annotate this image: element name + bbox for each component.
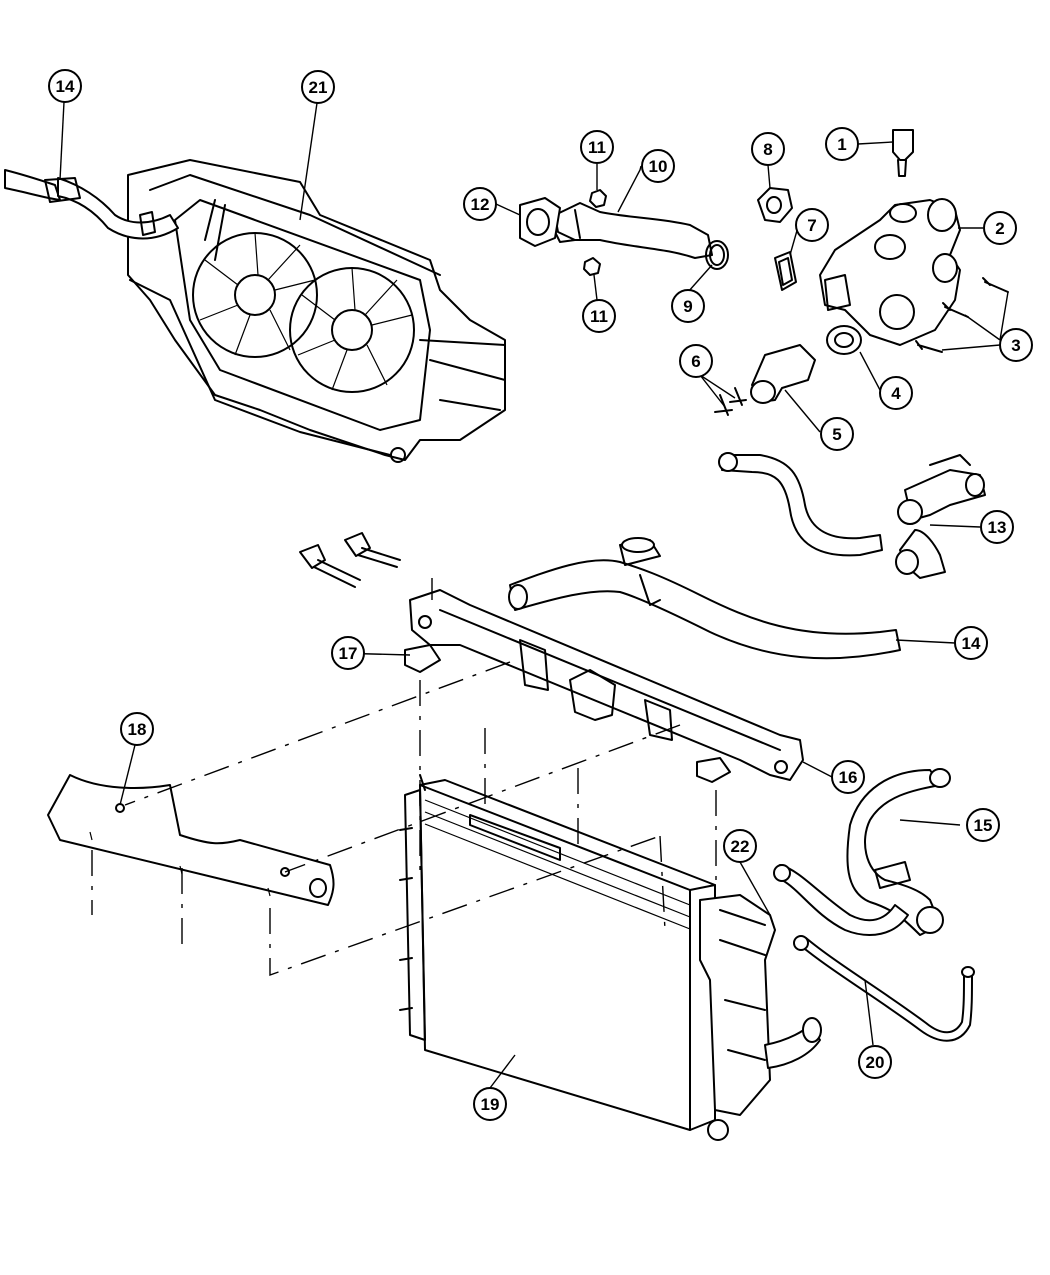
- callout-11-lower-label: 11: [590, 307, 608, 326]
- callout-15-label: 15: [974, 816, 993, 835]
- callout-16: 16: [831, 760, 865, 794]
- callout-6-label: 6: [691, 352, 700, 371]
- water-outlet: [750, 344, 816, 404]
- callout-14-upper: 14: [48, 69, 82, 103]
- housing-gasket: [774, 251, 797, 291]
- heater-return-tube: [793, 935, 975, 1042]
- hex-nuts: [583, 189, 607, 276]
- leader-lines: [59, 101, 1009, 1089]
- coolant-fitting: [757, 187, 793, 223]
- callout-6: 6: [679, 344, 713, 378]
- callout-9: 9: [671, 289, 705, 323]
- callout-13-label: 13: [988, 518, 1007, 537]
- callout-19: 19: [473, 1087, 507, 1121]
- tube-gasket: [519, 197, 561, 247]
- callout-1: 1: [825, 127, 859, 161]
- callout-12: 12: [463, 187, 497, 221]
- callout-1-label: 1: [837, 135, 846, 154]
- lower-air-deflector: [47, 774, 335, 906]
- callout-22: 22: [723, 829, 757, 863]
- callout-3-label: 3: [1011, 336, 1020, 355]
- coolant-tube: [554, 202, 713, 259]
- callout-21: 21: [301, 70, 335, 104]
- callout-12-label: 12: [471, 195, 490, 214]
- callout-20: 20: [858, 1045, 892, 1079]
- callout-14-lower-label: 14: [962, 634, 981, 653]
- housing-bolts: [915, 277, 1009, 353]
- thermostat: [826, 325, 862, 355]
- callout-16-label: 16: [839, 768, 858, 787]
- crossmember-bolts: [299, 532, 401, 588]
- callout-22-label: 22: [731, 837, 750, 856]
- o-ring: [705, 240, 729, 270]
- callout-9-label: 9: [683, 297, 692, 316]
- callout-19-label: 19: [481, 1095, 500, 1114]
- temperature-sensor: [892, 129, 914, 177]
- lower-radiator-hose: [773, 768, 951, 936]
- callout-5: 5: [820, 417, 854, 451]
- callout-20-label: 20: [866, 1053, 885, 1072]
- callout-10: 10: [641, 149, 675, 183]
- callout-10-label: 10: [649, 157, 668, 176]
- callout-14-lower: 14: [954, 626, 988, 660]
- callout-2: 2: [983, 211, 1017, 245]
- upper-isolator-left: [404, 644, 441, 673]
- callout-8: 8: [751, 132, 785, 166]
- outlet-bolts: [714, 387, 747, 416]
- callout-11-lower: 11: [582, 299, 616, 333]
- callout-18-label: 18: [128, 720, 147, 739]
- callout-11-upper: 11: [580, 130, 614, 164]
- callout-8-label: 8: [763, 140, 772, 159]
- callout-15: 15: [966, 808, 1000, 842]
- callout-17-label: 17: [339, 644, 358, 663]
- upper-radiator-hose: [508, 537, 901, 660]
- callout-17: 17: [331, 636, 365, 670]
- radiator: [399, 774, 729, 1141]
- callout-14-upper-label: 14: [56, 77, 75, 96]
- callout-3: 3: [999, 328, 1033, 362]
- callout-4-label: 4: [891, 384, 901, 403]
- thermostat-housing: [819, 198, 961, 346]
- upper-radiator-hose-left: [4, 169, 179, 240]
- callout-2-label: 2: [995, 219, 1004, 238]
- callout-21-label: 21: [309, 78, 328, 97]
- callout-7-label: 7: [807, 216, 816, 235]
- callout-13: 13: [980, 510, 1014, 544]
- coolant-recovery-bottle: [699, 894, 822, 1116]
- callout-11-upper-label: 11: [588, 138, 606, 157]
- callout-18: 18: [120, 712, 154, 746]
- callout-7: 7: [795, 208, 829, 242]
- fan-module-assembly: [127, 159, 506, 463]
- alignment-lines: [91, 578, 717, 976]
- heater-hose-assembly: [718, 452, 986, 579]
- callout-4: 4: [879, 376, 913, 410]
- callout-5-label: 5: [832, 425, 841, 444]
- upper-isolator-right: [696, 757, 731, 783]
